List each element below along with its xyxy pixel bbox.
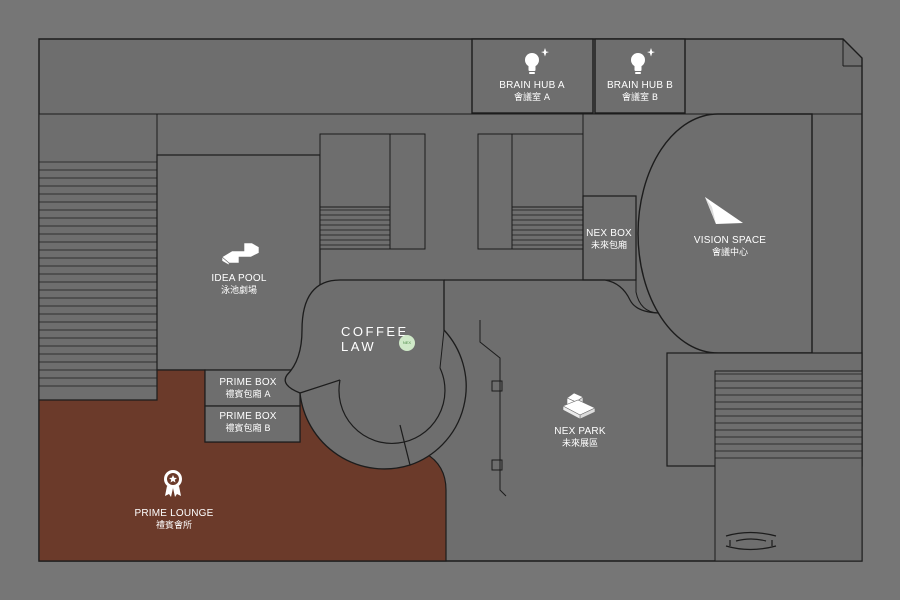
coffee-law-logo: COFFEE LAW	[341, 324, 409, 354]
award-icon	[164, 470, 182, 497]
room-vision-space[interactable]	[637, 113, 813, 354]
room-brain-hub-b[interactable]	[594, 38, 686, 114]
room-name-zh: 會議室 B	[621, 92, 659, 103]
coffee-law-line2: LAW	[341, 339, 377, 354]
room-name-en: IDEA POOL	[211, 273, 267, 284]
room-name-en: PRIME LOUNGE	[134, 508, 214, 519]
room-name-en: NEX BOX	[586, 228, 632, 239]
label-nex-box: NEX BOX 未來包廂	[574, 228, 644, 252]
nex-park-outline	[444, 279, 659, 314]
label-prime-lounge: PRIME LOUNGE 禮賓會所	[119, 508, 229, 532]
room-name-en: NEX PARK	[554, 426, 606, 437]
room-name-zh: 泳池劇場	[220, 285, 257, 296]
paper-plane-icon	[705, 197, 743, 224]
nex-park-railing	[479, 320, 507, 497]
stairs-center-1	[319, 133, 426, 250]
stairs-left	[38, 113, 158, 401]
label-idea-pool: IDEA POOL 泳池劇場	[189, 273, 289, 297]
room-name-zh: 會議室 A	[513, 92, 551, 103]
coffee-law-line1: COFFEE	[341, 324, 409, 339]
room-name-zh: 未來展區	[561, 438, 598, 449]
entrance-door-icon[interactable]	[725, 531, 777, 551]
label-brain-hub-a: BRAIN HUB A 會議室 A	[482, 80, 582, 104]
room-name-en: VISION SPACE	[693, 235, 767, 246]
stairs-center-2	[477, 133, 584, 250]
room-name-zh: 禮賓會所	[155, 520, 192, 531]
room-nex-box[interactable]	[582, 195, 637, 281]
stairs-right	[714, 370, 863, 562]
room-name-en: PRIME BOX	[219, 377, 277, 388]
label-vision-space: VISION SPACE 會議中心	[680, 235, 780, 259]
room-name-en: BRAIN HUB B	[606, 80, 674, 91]
label-nex-park: NEX PARK 未來展區	[535, 426, 625, 450]
label-prime-box-b: PRIME BOX 禮賓包廂 B	[205, 411, 291, 435]
room-brain-hub-a[interactable]	[471, 38, 594, 114]
room-prime-box-a[interactable]	[204, 369, 301, 407]
label-prime-box-a: PRIME BOX 禮賓包廂 A	[205, 377, 291, 401]
room-name-en: PRIME BOX	[219, 411, 277, 422]
room-name-en: BRAIN HUB A	[499, 80, 565, 91]
room-name-zh: 禮賓包廂 A	[225, 389, 271, 400]
nex-badge: NEX	[399, 335, 415, 351]
stairs-icon	[221, 242, 260, 266]
label-brain-hub-b: BRAIN HUB B 會議室 B	[590, 80, 690, 104]
room-name-zh: 未來包廂	[590, 240, 627, 251]
room-coffee-law[interactable]	[284, 279, 467, 470]
room-name-zh: 禮賓包廂 B	[225, 423, 271, 434]
lightbulb-icon	[525, 48, 549, 74]
room-name-zh: 會議中心	[711, 247, 748, 258]
exhibit-icon	[562, 392, 596, 420]
lightbulb-icon	[631, 48, 655, 74]
room-prime-box-b[interactable]	[204, 405, 301, 443]
